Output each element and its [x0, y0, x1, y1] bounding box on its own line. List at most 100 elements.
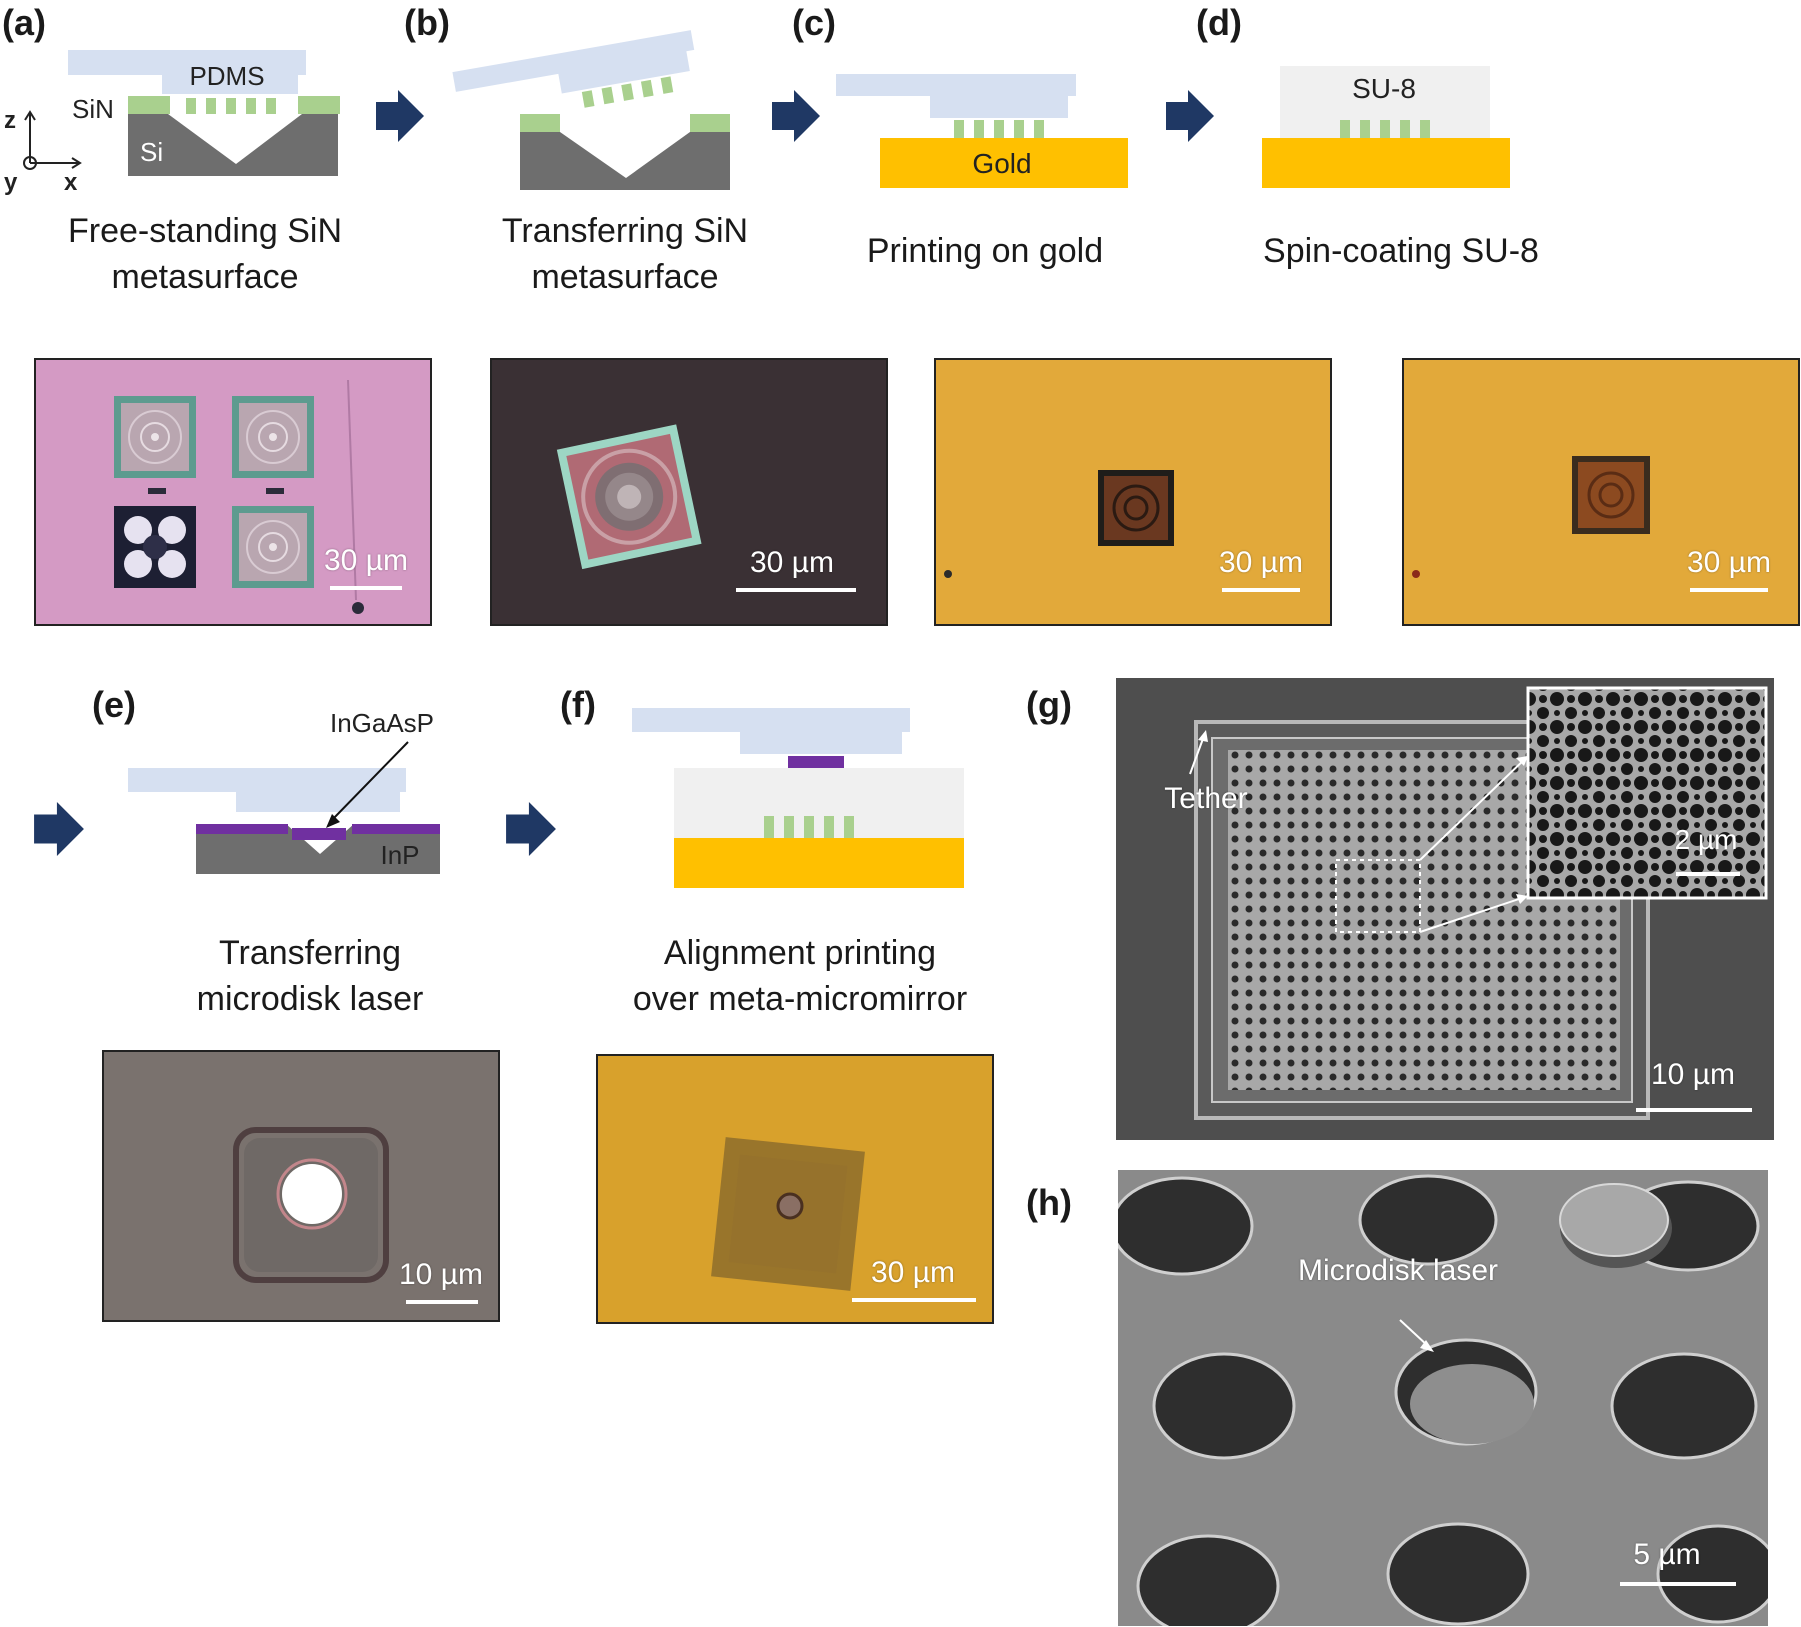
scale-bar-label: 10 µm: [399, 1258, 483, 1291]
scale-bar-label: 10 µm: [1651, 1058, 1735, 1091]
scale-bar-label: 30 µm: [324, 544, 408, 577]
panel-f-label: (f): [560, 684, 596, 725]
caption-line-1: Transferring SiN: [501, 212, 749, 250]
pdms-stamp: [836, 74, 1076, 118]
caption-line-2: metasurface: [531, 258, 719, 296]
axis-z-label: z: [4, 107, 16, 134]
panel-b-schematic: [452, 30, 730, 190]
panel-a-micrograph: 30 µm: [34, 358, 432, 626]
process-arrow-icon: [34, 802, 84, 856]
su8-layer: [674, 768, 964, 838]
panel-c-caption: Printing on gold: [800, 228, 1170, 274]
scale-bar-label: 30 µm: [871, 1256, 955, 1289]
panel-e-schematic: InGaAsP InP: [128, 708, 440, 874]
gold-substrate: [1262, 138, 1510, 188]
caption-line-2: microdisk laser: [196, 980, 424, 1018]
panel-b-micrograph: 30 µm: [490, 358, 888, 626]
panel-e-micrograph: 10 µm: [102, 1050, 500, 1322]
ingaasp-microdisk: [788, 756, 844, 768]
v-groove: [168, 114, 302, 164]
process-arrow-icon: [772, 90, 820, 142]
sin-pad-right: [690, 114, 730, 132]
panel-g-sem-image: Tether 2 µm 10 µm: [1116, 678, 1774, 1140]
panel-b-caption: Transferring SiN metasurface: [440, 208, 810, 300]
metasurface-chip: [114, 396, 196, 478]
removed-chip-cavity: [114, 506, 196, 588]
gold-substrate: [880, 138, 1128, 188]
ingaasp-layer-right: [352, 824, 440, 834]
scale-bar: [1222, 588, 1300, 592]
zoom-inset: [1526, 686, 1768, 900]
caption-line-2: over meta-micromirror: [632, 980, 968, 1018]
panel-d-schematic: SU-8: [1262, 66, 1510, 188]
sin-pad-right: [298, 96, 340, 114]
caption-line-1: Transferring: [218, 934, 402, 972]
gold-label: Gold: [972, 148, 1031, 179]
panel-f-caption: Alignment printing over meta-micromirror: [580, 930, 1020, 1022]
scale-bar: [1620, 1582, 1736, 1586]
caption-line-1: Printing on gold: [866, 232, 1104, 270]
inset-region-marker: [1335, 859, 1421, 933]
scale-bar: [1636, 1108, 1752, 1112]
ingaasp-layer-left: [196, 824, 288, 834]
axis-y-label: y: [4, 169, 18, 196]
scale-bar-label: 30 µm: [750, 546, 834, 579]
hole-with-microdisk: [1394, 1338, 1538, 1446]
scale-bar-label: 30 µm: [1687, 546, 1771, 579]
process-arrow-icon: [1166, 90, 1214, 142]
pdms-stamp: [68, 50, 306, 94]
scale-bar: [406, 1300, 478, 1304]
axis-x-label: x: [64, 169, 78, 196]
scale-bar: [852, 1298, 976, 1302]
process-arrow-icon: [376, 90, 424, 142]
panel-d-label: (d): [1196, 2, 1242, 43]
transferred-metasurface-chip: [556, 424, 702, 570]
lifted-microdisk: [1559, 1183, 1672, 1268]
panel-f-micrograph: 30 µm: [596, 1054, 994, 1324]
process-arrow-icon: [506, 802, 556, 856]
panel-g-label: (g): [1026, 684, 1072, 725]
inset-scale-bar: [1676, 872, 1740, 876]
panel-h-sem-image: Microdisk laser 5 µm: [1118, 1170, 1768, 1626]
caption-line-2: metasurface: [111, 258, 299, 296]
v-groove: [560, 132, 690, 178]
ingaasp-label: InGaAsP: [330, 708, 434, 738]
panel-a-label: (a): [2, 2, 46, 43]
pdms-stamp-tilted: [452, 30, 695, 94]
pdms-stamp: [632, 708, 910, 754]
metasurface-pillars: [1340, 120, 1430, 138]
metasurface-chip: [232, 396, 314, 478]
panel-c-schematic: Gold: [836, 74, 1128, 188]
scale-bar-label: 30 µm: [1219, 546, 1303, 579]
pdms-stamp: [128, 768, 406, 812]
inp-label: InP: [380, 840, 419, 870]
gold-substrate: [674, 838, 964, 888]
panel-a-schematic: PDMS SiN Si z y x: [4, 50, 340, 196]
scale-bar-label: 5 µm: [1633, 1538, 1701, 1571]
su8-label: SU-8: [1352, 73, 1416, 104]
metasurface-pillars: [764, 816, 854, 838]
inset-scale-bar-label: 2 µm: [1674, 824, 1738, 855]
panel-h-label: (h): [1026, 1182, 1072, 1223]
panel-b-label: (b): [404, 2, 450, 43]
panel-e-caption: Transferring microdisk laser: [120, 930, 500, 1022]
microdisk-label: Microdisk laser: [1297, 1254, 1499, 1287]
panel-d-micrograph: 30 µm: [1402, 358, 1800, 626]
metasurface-pillars: [954, 120, 1044, 138]
metasurface-pillars-lifted: [581, 76, 674, 108]
coordinate-axes-icon: [23, 110, 82, 170]
metasurface-pillars: [186, 98, 276, 114]
si-label: Si: [140, 137, 163, 167]
caption-line-1: Spin-coating SU-8: [1263, 232, 1539, 270]
scale-bar: [736, 588, 856, 592]
caption-line-1: Alignment printing: [663, 934, 937, 972]
caption-line-1: Free-standing SiN: [67, 212, 342, 250]
pdms-label: PDMS: [189, 61, 264, 91]
panel-c-label: (c): [792, 2, 836, 43]
scale-bar: [330, 586, 402, 590]
tether-label: Tether: [1164, 782, 1248, 815]
scale-bar: [1690, 588, 1768, 592]
panel-c-micrograph: 30 µm: [934, 358, 1332, 626]
panel-e-label: (e): [92, 684, 136, 725]
sin-pad-left: [520, 114, 560, 132]
